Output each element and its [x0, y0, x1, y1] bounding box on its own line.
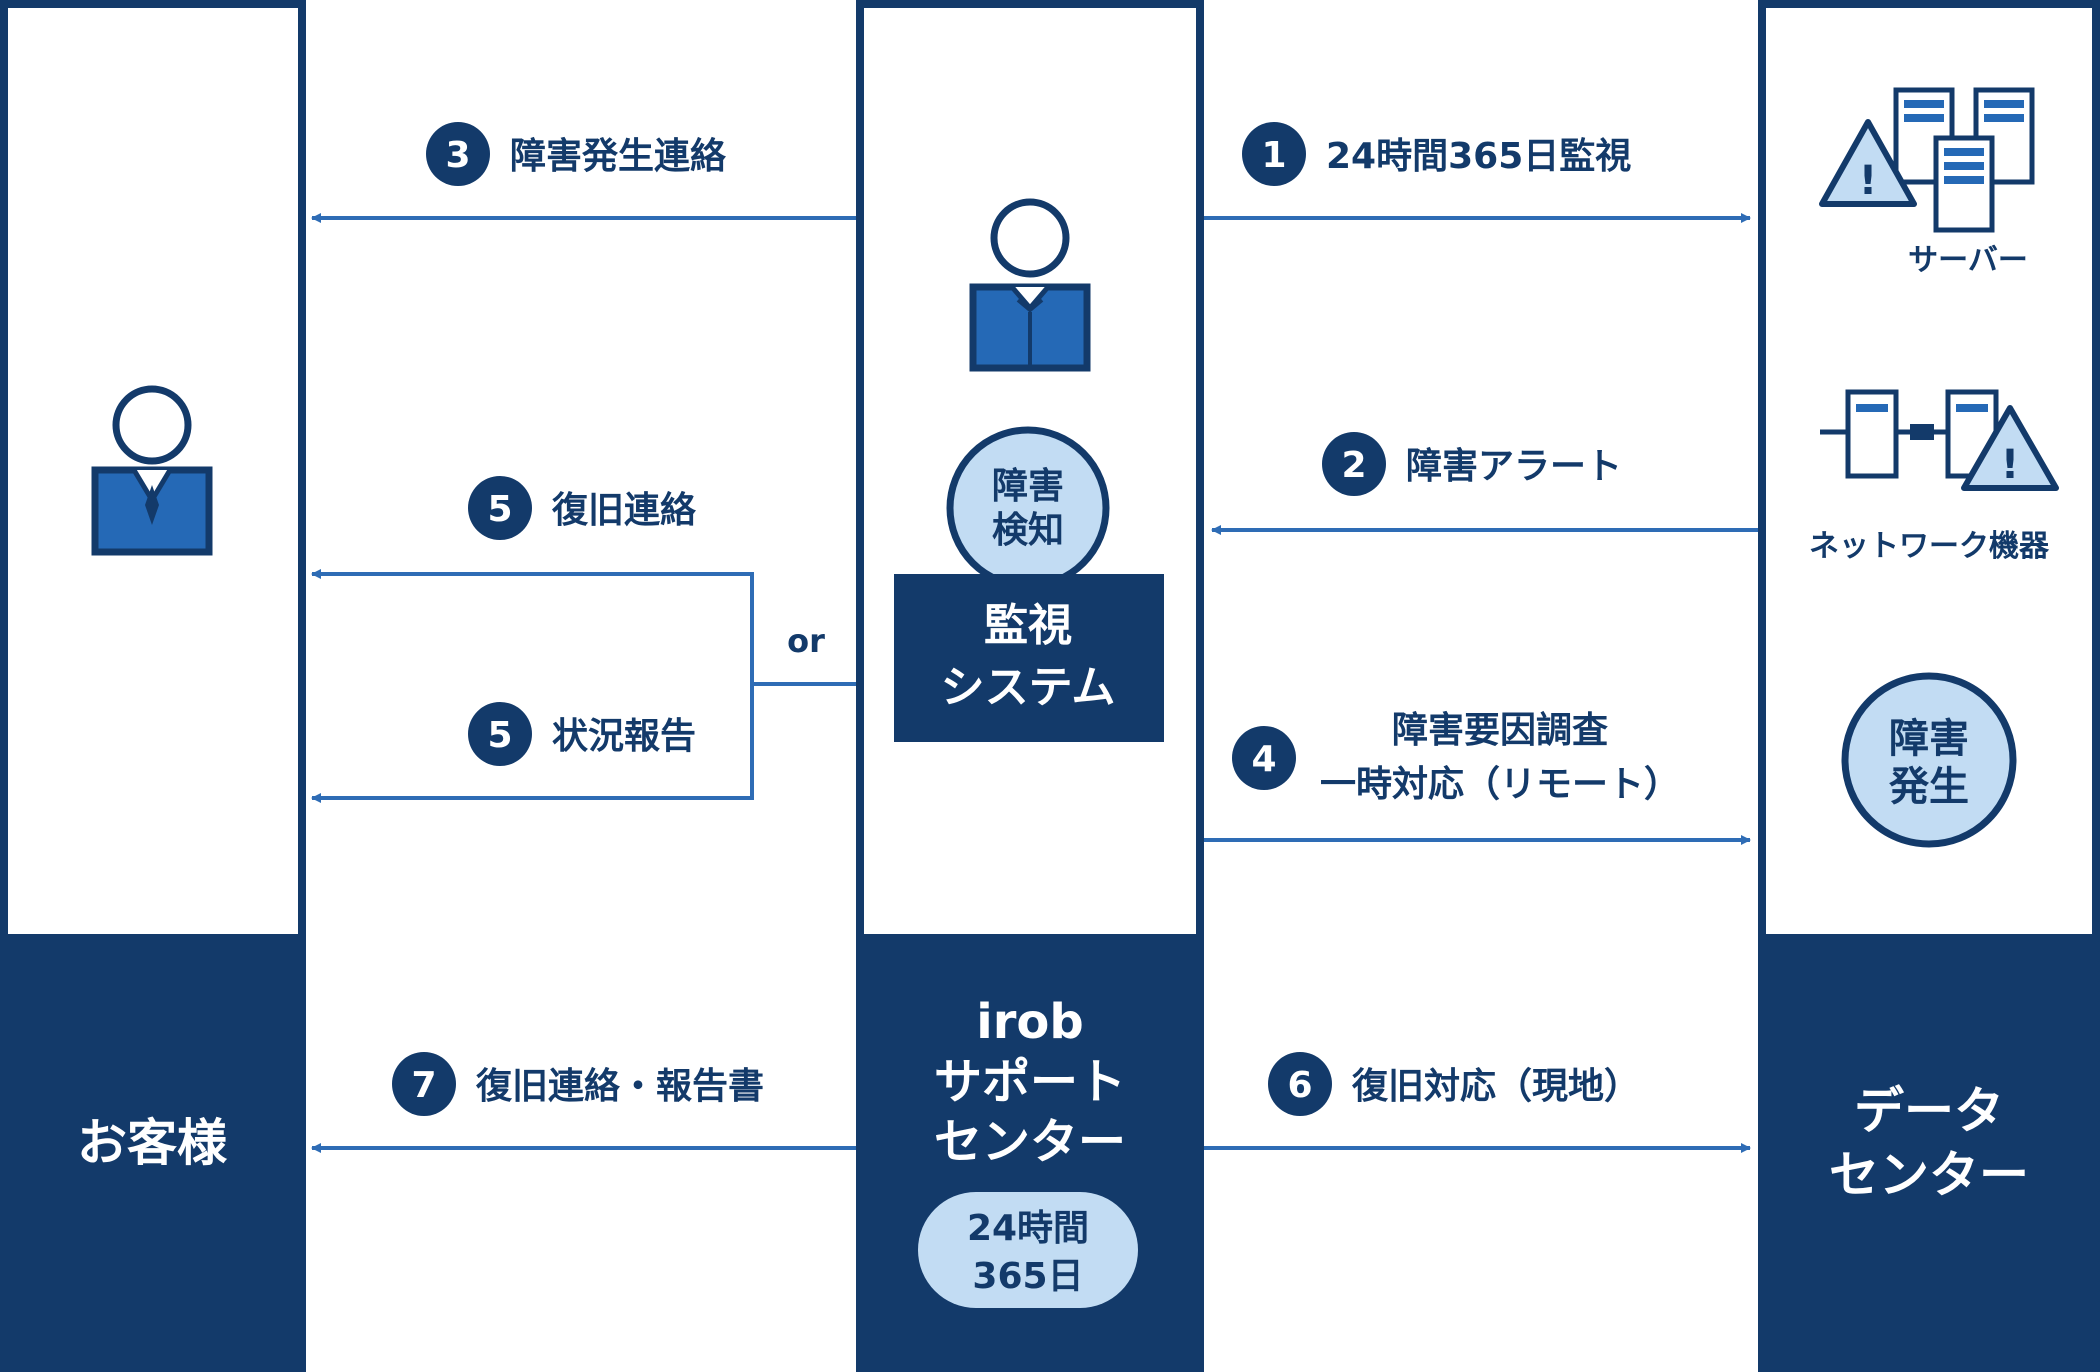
detection-bubble-line-1: 障害 [992, 466, 1064, 507]
monitoring-system-line-2: システム [941, 662, 1116, 713]
step-badge [426, 122, 490, 186]
support-label-line-3: センター [934, 1114, 1126, 1170]
hours-badge [918, 1192, 1138, 1308]
arrow-step-5-recovery [311, 569, 754, 684]
step-number: 7 [411, 1065, 436, 1106]
network-label: ネットワーク機器 [1809, 529, 2050, 564]
incident-bubble [1841, 672, 2017, 848]
step-text: 障害発生連絡 [510, 136, 727, 177]
step-text: 24時間365日監視 [1326, 136, 1631, 177]
step-text: 復旧連絡・報告書 [475, 1066, 764, 1107]
customer-column: お客様 [0, 0, 306, 1372]
or-label: or [787, 622, 825, 660]
step-6-label: 6 復旧対応（現地） [1268, 1052, 1640, 1116]
step-number: 2 [1341, 445, 1366, 486]
step-1-label: 1 24時間365日監視 [1242, 122, 1631, 186]
step-text-line-1: 障害要因調査 [1392, 710, 1608, 751]
step-badge [468, 702, 532, 766]
step-4-label: 4 障害要因調査 一時対応（リモート） [1232, 710, 1680, 805]
customer-person-icon [91, 385, 213, 556]
step-number: 1 [1261, 135, 1286, 176]
step-number: 3 [445, 135, 470, 176]
step-5-recovery-label: 5 復旧連絡 [468, 476, 697, 540]
step-badge [392, 1052, 456, 1116]
step-badge [1268, 1052, 1332, 1116]
datacenter-label-line-1: データ [1854, 1082, 2004, 1140]
network-device-icon: ! [1820, 389, 2059, 491]
step-text: 状況報告 [552, 716, 696, 757]
customer-column-footer [4, 934, 302, 1368]
datacenter-footer [1762, 934, 2096, 1368]
step-5-status-label: 5 状況報告 [468, 702, 696, 766]
step-badge [1242, 122, 1306, 186]
step-2-label: 2 障害アラート [1322, 432, 1622, 496]
step-text: 復旧連絡 [551, 490, 697, 531]
monitoring-system-line-1: 監視 [984, 600, 1072, 651]
detection-bubble [946, 426, 1110, 590]
support-center-column: irob サポート センター 24時間 365日 障害 検知 監視 システム [856, 0, 1204, 1372]
datacenter-label-line-2: センター [1829, 1146, 2029, 1204]
step-text: 復旧対応（現地） [1351, 1066, 1640, 1107]
step-text: 障害アラート [1406, 446, 1622, 487]
step-number: 5 [487, 489, 512, 530]
flow-arrows [311, 213, 1758, 1153]
step-7-label: 7 復旧連絡・報告書 [392, 1052, 764, 1116]
hours-badge-line-2: 365日 [972, 1256, 1083, 1297]
customer-label: お客様 [77, 1114, 228, 1172]
hours-badge-line-1: 24時間 [967, 1208, 1089, 1249]
arrow-step-5-status [311, 684, 754, 803]
step-number: 6 [1287, 1065, 1312, 1106]
support-label-line-1: irob [976, 994, 1083, 1050]
incident-bubble-line-1: 障害 [1889, 716, 1969, 762]
svg-text:!: ! [1859, 158, 1877, 204]
monitoring-system-box [894, 574, 1164, 742]
step-number: 5 [487, 715, 512, 756]
incident-bubble-line-2: 発生 [1889, 764, 1969, 810]
step-number: 4 [1251, 739, 1276, 780]
step-text-line-2: 一時対応（リモート） [1320, 764, 1680, 805]
step-3-label: 3 障害発生連絡 [426, 122, 727, 186]
detection-bubble-line-2: 検知 [992, 510, 1064, 551]
operator-person-icon [969, 198, 1091, 372]
server-warning-icon: ! [1819, 87, 2035, 233]
server-label: サーバー [1908, 243, 2028, 278]
support-label-line-2: サポート [934, 1054, 1126, 1110]
step-badge [1232, 726, 1296, 790]
step-badge [1322, 432, 1386, 496]
step-badge [468, 476, 532, 540]
svg-text:!: ! [2001, 442, 2019, 488]
datacenter-column: データ センター ! サーバー ! [1758, 0, 2100, 1372]
